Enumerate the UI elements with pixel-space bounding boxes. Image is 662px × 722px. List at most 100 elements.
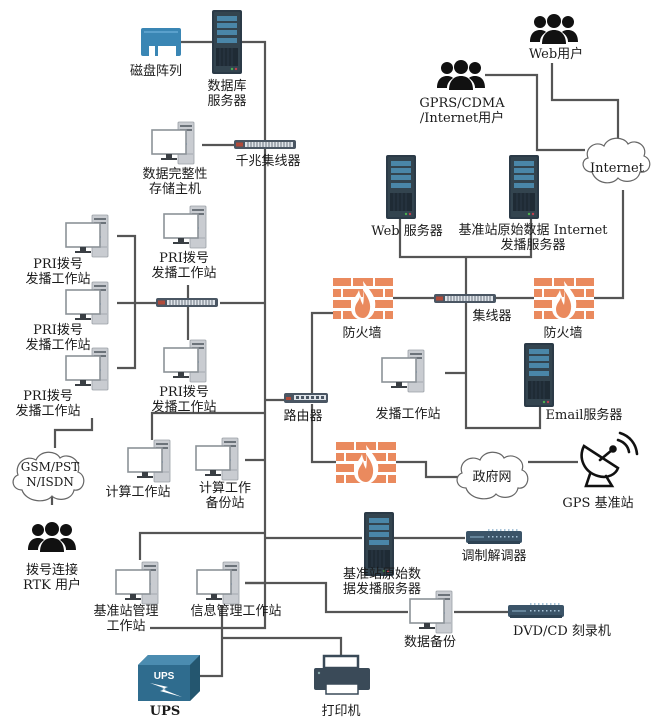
line-compute-ws (150, 411, 265, 440)
label-line: 数据库 (207, 78, 246, 94)
line-router-fw-left (310, 311, 335, 400)
label-line: 服务器 (207, 93, 246, 109)
line-fwgov-govnet (396, 460, 458, 479)
label-line: UPS (150, 704, 181, 719)
gov-network-cloud-icon (456, 451, 529, 500)
backbone-line (150, 40, 267, 630)
web-users-label: Web用户 (529, 46, 583, 62)
email-server-icon (523, 342, 555, 408)
data-backup-workstation-icon (409, 590, 453, 634)
raw-data-server-label: 基准站原始数据发播服务器 (343, 567, 421, 597)
compute-ws-label: 计算工作站 (105, 485, 170, 500)
pri-workstation-4-icon (65, 347, 109, 391)
label-line: 发播工作站 (25, 271, 90, 287)
firewall-right-label: 防火墙 (543, 325, 582, 341)
email-server-label: Email服务器 (546, 407, 623, 423)
label-line: 基准站原始数据 Internet (458, 223, 608, 238)
db-server-label: 数据库服务器 (207, 78, 246, 109)
label-line: DVD/CD 刻录机 (513, 624, 611, 639)
label-line: PRI拨号 (33, 323, 83, 338)
gsm-pstn-isdn-cloud-icon (12, 451, 85, 502)
info-mgmt-workstation-icon (196, 561, 240, 605)
disk-array-label: 磁盘阵列 (130, 63, 182, 79)
router-icon (284, 393, 328, 403)
dial-rtk-users-icon (28, 522, 76, 552)
pri-ws-2-label: PRI拨号发播工作站 (151, 251, 216, 281)
label-line: 发播工作站 (375, 406, 440, 422)
label-line: 工作站 (106, 619, 145, 634)
firewall-left-icon (333, 278, 393, 320)
label-line: 备份站 (205, 495, 244, 511)
line-station-mgmt (138, 531, 265, 560)
label-line: 发播服务器 (500, 237, 565, 253)
label-line: 计算工作站 (105, 485, 170, 500)
gprs-users-label: GPRS/CDMA/Internet用户 (419, 96, 505, 126)
firewall-left-label: 防火墙 (342, 325, 381, 341)
integrity-host-pc-icon (151, 121, 195, 165)
label-line: PRI拨号 (159, 251, 209, 266)
label-line: Web用户 (529, 46, 583, 62)
disk-array-icon (141, 28, 181, 56)
web-server-icon (385, 154, 417, 220)
label-line: Internet (590, 161, 645, 176)
label-line: PRI拨号 (23, 389, 73, 404)
label-line: 基准站原始数 (343, 567, 421, 582)
label-line: 发播工作站 (15, 403, 80, 419)
pri-workstation-1-icon (65, 214, 109, 258)
pri-workstation-2-icon (163, 205, 207, 249)
label-line: Email服务器 (546, 407, 623, 423)
dmz-hub-icon (433, 293, 497, 304)
line-info-backup (245, 581, 408, 614)
pri-ws-4-label: PRI拨号发播工作站 (15, 389, 80, 419)
db-server-icon (211, 9, 243, 75)
label-line: RTK 用户 (23, 577, 81, 593)
label-line: 防火墙 (342, 325, 381, 341)
ups-icon: UPS (138, 655, 200, 701)
ups-label: UPS (150, 704, 181, 719)
gigabit-hub-icon (233, 139, 297, 150)
compute-backup-ws-label: 计算工作备份站 (199, 481, 251, 511)
line-info-ups (200, 605, 224, 678)
line-fwright-internet (594, 190, 625, 300)
label-line: 发播工作站 (151, 265, 216, 281)
label-line: 防火墙 (543, 325, 582, 341)
label-line: 路由器 (283, 408, 322, 424)
label-line: 计算工作 (199, 481, 251, 496)
label-line: 数据完整性 (142, 167, 207, 182)
station-mgmt-ws-label: 基准站管理工作站 (93, 604, 158, 634)
compute-workstation-icon (127, 439, 171, 483)
label-line: /Internet用户 (420, 110, 504, 126)
modem-icon (465, 528, 523, 545)
line-hub-down (464, 303, 542, 430)
connection-lines (50, 40, 625, 678)
label-line: 拨号连接 (26, 562, 78, 578)
label-line: PRI拨号 (159, 385, 209, 400)
label-line: 发播工作站 (25, 337, 90, 353)
label-line: 发播工作站 (151, 399, 216, 415)
label-line: 数据备份 (404, 634, 456, 650)
label-line: 存储主机 (149, 182, 201, 197)
line-web-users-internet (550, 63, 620, 140)
pri-ws-1-label: PRI拨号发播工作站 (25, 257, 90, 287)
label-line: 调制解调器 (461, 549, 526, 564)
data-backup-label: 数据备份 (404, 634, 456, 650)
router-label: 路由器 (283, 408, 322, 424)
raw-data-internet-server-icon (508, 154, 540, 220)
firewall-right-icon (534, 278, 594, 320)
printer-label: 打印机 (321, 704, 360, 719)
gps-station-label: GPS 基准站 (562, 496, 633, 511)
label-line: GPS 基准站 (562, 496, 633, 511)
web-users-icon (530, 14, 578, 44)
pri-workstation-3-icon (65, 281, 109, 325)
gprs-users-icon (437, 60, 485, 90)
gov-network-label: 政府网 (472, 470, 511, 485)
pri-ws-3-label: PRI拨号发播工作站 (25, 323, 90, 353)
label-line: 千兆集线器 (235, 153, 300, 169)
firewall-gov-icon (336, 442, 396, 484)
line-gprs-internet (485, 73, 585, 152)
modem-label: 调制解调器 (461, 549, 526, 564)
internet-cloud-icon (582, 137, 651, 184)
label-line: 基准站管理 (93, 604, 158, 619)
